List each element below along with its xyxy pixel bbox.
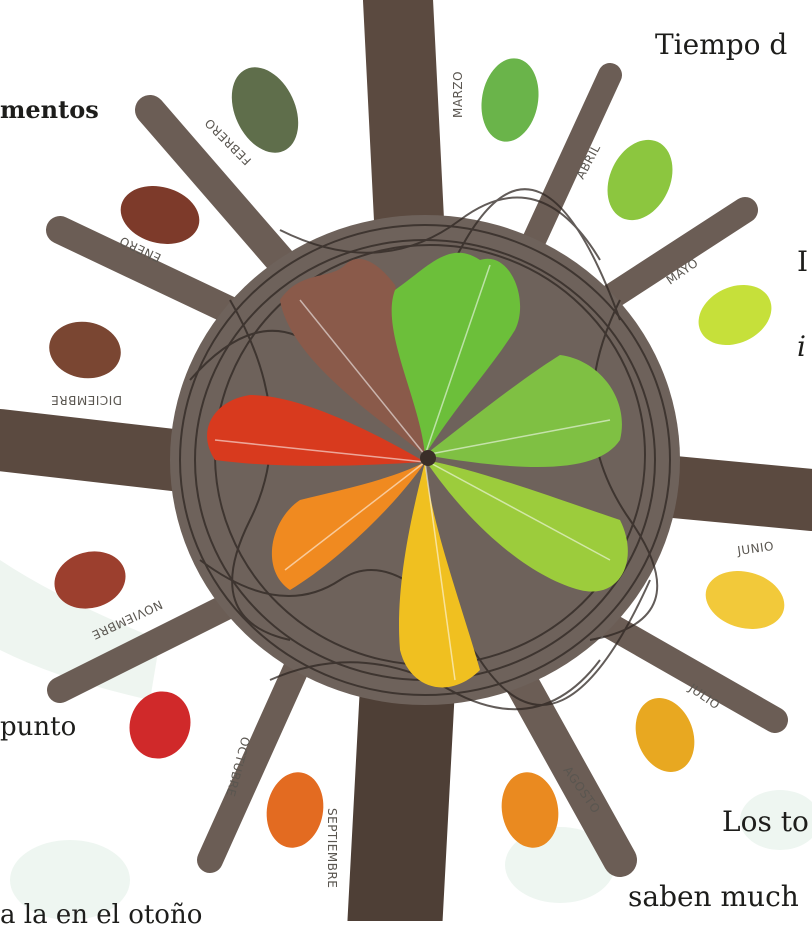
leaf-mayo <box>689 274 782 357</box>
month-label-junio: JUNIO <box>735 539 774 558</box>
text-fragment-right-1: I <box>797 245 808 278</box>
text-fragment-left-mid: punto <box>0 712 76 742</box>
month-label-diciembre: DICIEMBRE <box>51 393 122 407</box>
month-label-marzo: MARZO <box>451 71 465 118</box>
text-fragment-bottom-left: a la en el otoño <box>0 900 202 930</box>
text-fragment-bottom-right-1: Los to <box>722 805 809 838</box>
text-fragment-top-right: Tiempo d <box>655 28 787 61</box>
text-fragment-right-2: i <box>797 330 806 363</box>
leaf-abril <box>595 129 685 230</box>
leaf-julio <box>626 690 705 781</box>
leaf-septiembre <box>261 768 329 853</box>
text-fragment-top-left: mentos <box>0 95 99 124</box>
month-label-septiembre: SEPTIEMBRE <box>325 808 339 888</box>
leaf-marzo <box>475 54 545 146</box>
leaf-junio <box>699 563 791 638</box>
leaf-diciembre <box>45 316 126 384</box>
text-fragment-bottom-right-2: saben much <box>628 880 799 913</box>
